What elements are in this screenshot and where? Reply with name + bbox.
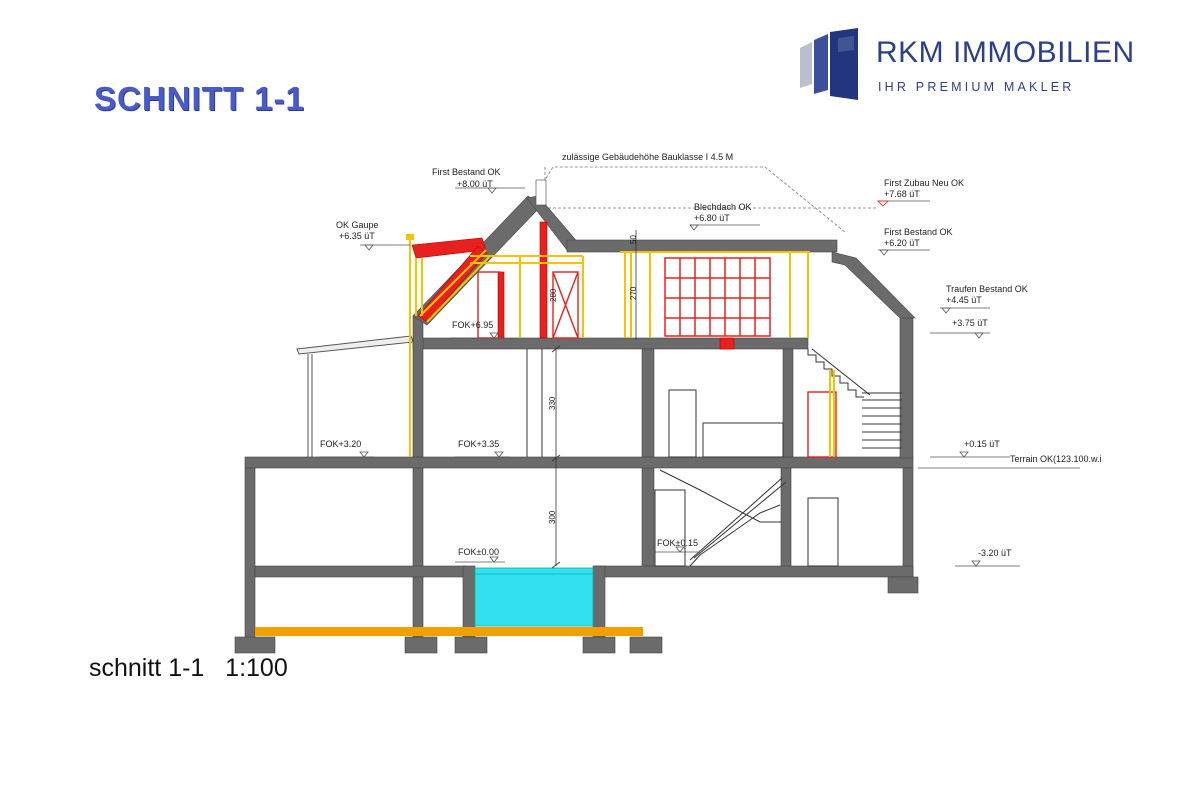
dim-330: 330 (548, 396, 557, 410)
dim-50: 50 (629, 235, 638, 244)
gaupe-post (406, 234, 414, 240)
level-first-bestand-value: +8.00 üT (457, 179, 493, 189)
level-traufen-label: Traufen Bestand OK (946, 284, 1028, 294)
pool (474, 567, 594, 627)
level-blechdach-label: Blechdach OK (694, 202, 752, 212)
level-first-zubau-label: First Zubau Neu OK (884, 178, 964, 188)
floor-fok-320: FOK+3.20 (320, 439, 361, 449)
logo-company-name: RKM IMMOBILIEN (876, 36, 1135, 69)
level-first-zubau-value: +7.68 üT (884, 189, 920, 199)
doors-openings (526, 349, 839, 567)
level-015: +0.15 üT (964, 439, 1000, 449)
level-first-bestand2-value: +6.20 üT (884, 238, 920, 248)
level-markers (318, 187, 1080, 567)
window-grid (664, 257, 771, 337)
level-blechdach-value: +6.80 üT (694, 213, 730, 223)
foundation-strip (255, 627, 643, 636)
page-title: SCHNITT 1-1 (94, 80, 305, 117)
level-320m: -3.20 üT (978, 548, 1012, 558)
level-terrain: Terrain OK(123.100.w.i (1010, 454, 1102, 464)
level-ok-gaupe-label: OK Gaupe (336, 220, 379, 230)
terrace-structure (296, 335, 414, 460)
company-logo: RKM IMMOBILIEN IHR PREMIUM MAKLER (798, 28, 1178, 104)
floor-fok-335: FOK+3.35 (458, 439, 499, 449)
floor-fok-695: FOK+6.95 (452, 320, 493, 330)
concrete-structure (234, 179, 919, 654)
dim-280: 280 (549, 288, 558, 302)
dim-270: 270 (629, 286, 638, 300)
drawing-caption: schnitt 1-1 1:100 (89, 654, 288, 682)
stairs (659, 348, 902, 567)
level-first-bestand-label: First Bestand OK (432, 167, 501, 177)
height-limit-label: zulässige Gebäudehöhe Bauklasse I 4.5 M (562, 152, 733, 162)
level-ok-gaupe-value: +6.35 üT (339, 231, 375, 241)
level-375: +3.75 üT (952, 318, 988, 328)
building-logo-icon (800, 28, 858, 100)
height-envelope (544, 166, 878, 233)
dim-300: 300 (548, 510, 557, 524)
red-door-frames (477, 271, 837, 458)
vertical-dimension-line (551, 230, 637, 569)
floor-fok-015: FOK±0.15 (657, 538, 698, 548)
level-traufen-value: +4.45 üT (946, 295, 982, 305)
floor-fok-000: FOK±0.00 (458, 547, 499, 557)
logo-tagline: IHR PREMIUM MAKLER (878, 80, 1075, 94)
timber-frame-yellow (409, 240, 835, 457)
level-first-bestand2-label: First Bestand OK (884, 227, 953, 237)
